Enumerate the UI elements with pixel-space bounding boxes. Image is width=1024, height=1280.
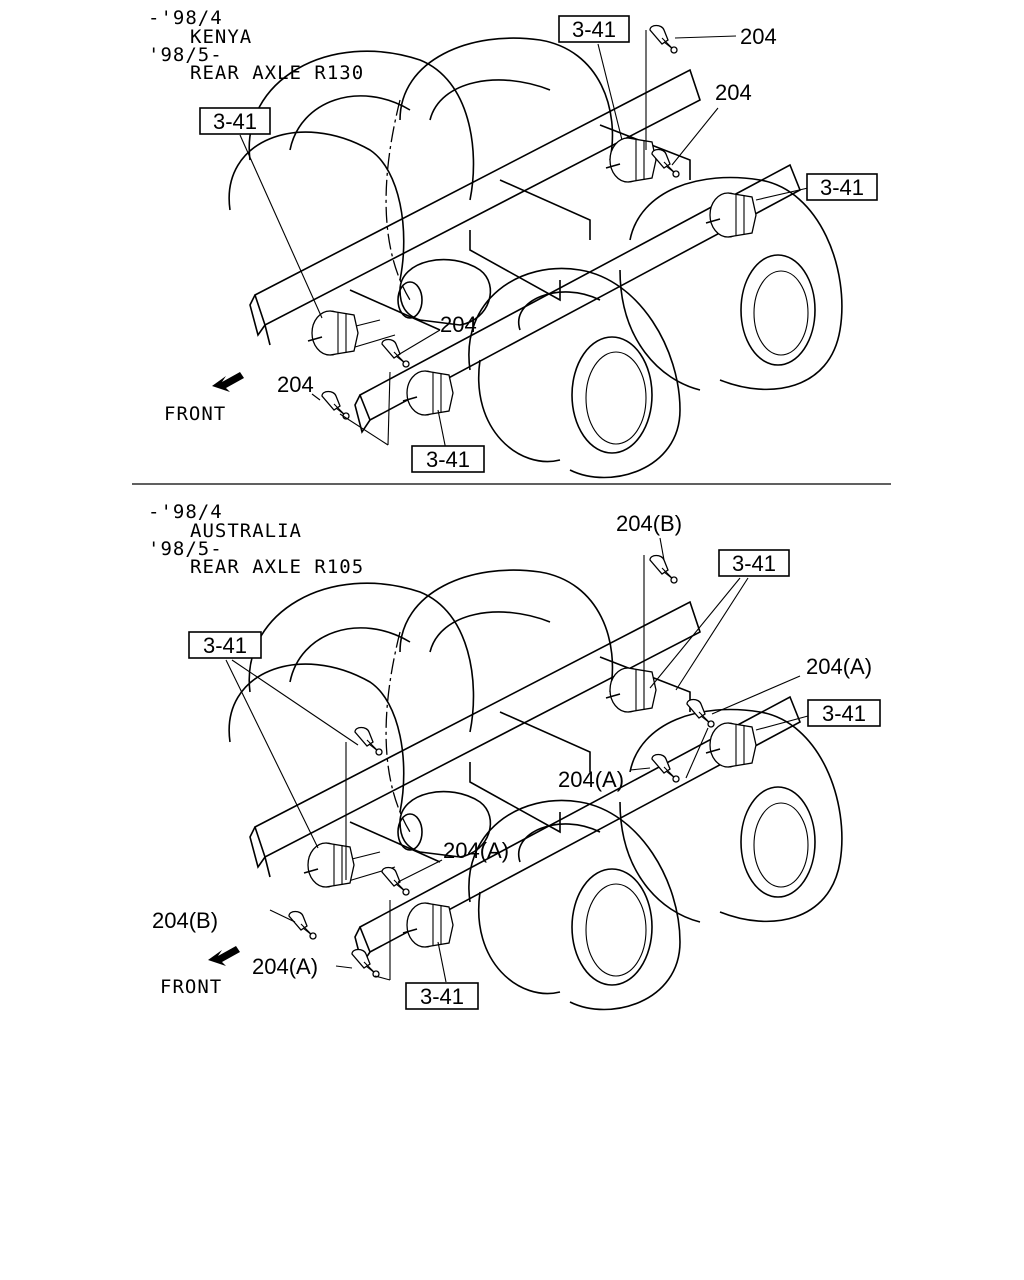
top-diagram: -'98/4 KENYA '98/5- REAR AXLE R130 — [148, 7, 878, 479]
svg-text:3-41: 3-41 — [572, 17, 616, 42]
top-fitting-left — [321, 390, 350, 420]
top-callout-3-41-upper-center: 3-41 — [558, 15, 630, 43]
bottom-diagram: -'98/4 AUSTRALIA '98/5- REAR AXLE R105 — [148, 501, 881, 1011]
bottom-part-204a-right: 204(A) — [806, 654, 872, 679]
bottom-fitting-upper-left — [354, 726, 383, 756]
top-callout-3-41-bottom: 3-41 — [411, 445, 485, 473]
svg-text:3-41: 3-41 — [203, 633, 247, 658]
svg-text:3-41: 3-41 — [420, 984, 464, 1009]
bottom-front-arrow-icon — [208, 946, 240, 966]
bottom-brake-chamber-right-rear — [705, 722, 757, 768]
top-leader-lines — [239, 30, 809, 451]
svg-text:3-41: 3-41 — [820, 175, 864, 200]
svg-text:3-41: 3-41 — [213, 109, 257, 134]
bottom-callout-3-41-right: 3-41 — [807, 699, 881, 727]
bottom-header-line3: '98/5- — [148, 538, 223, 560]
top-callout-3-41-left: 3-41 — [199, 107, 271, 135]
bottom-part-204b-left: 204(B) — [152, 908, 218, 933]
svg-text:3-41: 3-41 — [822, 701, 866, 726]
top-header-line3: '98/5- — [148, 44, 223, 66]
top-part-204-top: 204 — [740, 24, 777, 49]
top-callout-3-41-right: 3-41 — [806, 173, 878, 201]
svg-text:3-41: 3-41 — [732, 551, 776, 576]
bottom-callout-3-41-upper-right: 3-41 — [718, 549, 790, 577]
bottom-header: -'98/4 AUSTRALIA '98/5- REAR AXLE R105 — [148, 501, 364, 578]
top-fitting-center — [381, 338, 410, 368]
top-header-line1: -'98/4 — [148, 7, 223, 29]
top-brake-chamber-left-front — [307, 310, 359, 356]
bottom-header-line1: -'98/4 — [148, 501, 223, 523]
bottom-front-label: FRONT — [160, 976, 222, 998]
bottom-part-204a-center: 204(A) — [443, 838, 509, 863]
top-header-line2: KENYA — [190, 26, 252, 48]
bottom-fitting-bottom — [351, 948, 380, 978]
top-front-label: FRONT — [164, 403, 226, 425]
top-brake-chamber-right-rear — [705, 192, 757, 238]
bottom-fitting-right — [686, 698, 715, 728]
bottom-part-204a-mid: 204(A) — [558, 767, 624, 792]
bottom-brake-chamber-right-front — [605, 667, 657, 713]
bottom-fitting-left — [288, 910, 317, 940]
bottom-part-204b-top: 204(B) — [616, 511, 682, 536]
bottom-fitting-center — [381, 866, 410, 896]
bottom-header-line4: REAR AXLE R105 — [190, 556, 364, 578]
svg-text:3-41: 3-41 — [426, 447, 470, 472]
top-fitting-top — [649, 24, 678, 54]
top-part-204-left: 204 — [277, 372, 314, 397]
bottom-leader-lines — [225, 537, 809, 983]
bottom-callout-3-41-bottom: 3-41 — [405, 982, 479, 1010]
bottom-chassis-drawing — [228, 569, 843, 1011]
top-part-204-upper-right: 204 — [715, 80, 752, 105]
top-front-arrow-icon — [212, 372, 244, 392]
bottom-header-line2: AUSTRALIA — [190, 520, 302, 542]
bottom-brake-chamber-left-rear — [402, 902, 454, 948]
top-header-line4: REAR AXLE R130 — [190, 62, 364, 84]
top-part-204-center: 204 — [440, 312, 477, 337]
top-header: -'98/4 KENYA '98/5- REAR AXLE R130 — [148, 7, 364, 84]
bottom-part-204a-bottom: 204(A) — [252, 954, 318, 979]
top-brake-chamber-left-rear — [402, 370, 454, 416]
bottom-callout-3-41-left: 3-41 — [188, 631, 262, 659]
